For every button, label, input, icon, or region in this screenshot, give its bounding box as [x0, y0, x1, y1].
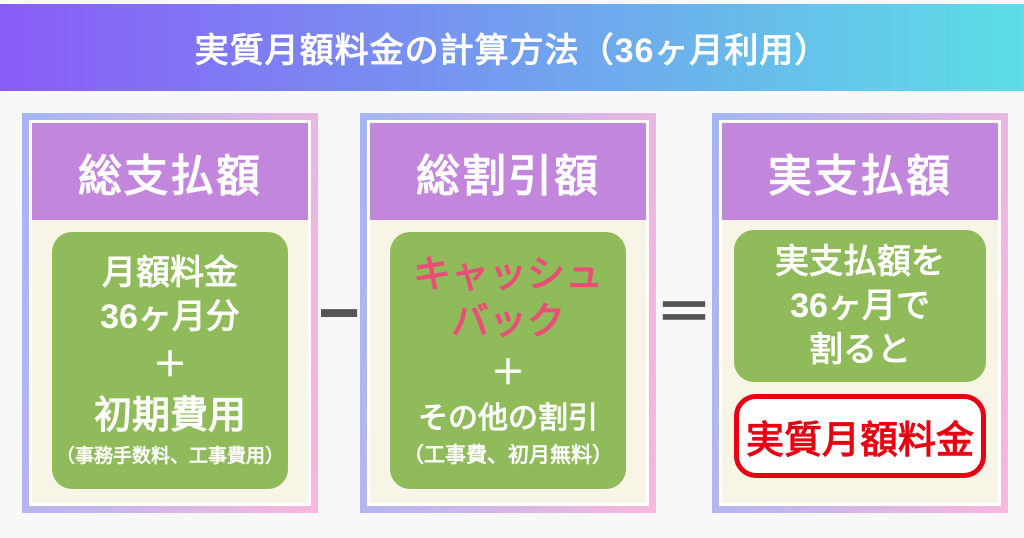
- card-total-discount-content: 総割引額 キャッシュ バック ＋ その他の割引 （工事費、初月無料）: [370, 123, 647, 503]
- equals-operator: ＝: [656, 281, 713, 344]
- total-discount-breakdown-panel: キャッシュ バック ＋ その他の割引 （工事費、初月無料）: [390, 232, 627, 489]
- card-total-payment-inner: 総支払額 月額料金 36ヶ月分 ＋ 初期費用 （事務手数料、工事費用）: [29, 120, 311, 506]
- card-body-total-payment: 月額料金 36ヶ月分 ＋ 初期費用 （事務手数料、工事費用）: [32, 220, 308, 503]
- equals-operator-area: ＝: [656, 113, 712, 513]
- minus-operator: −: [318, 273, 361, 353]
- card-body-actual-payment: 実支払額を 36ヶ月で 割ると 実質月額料金: [722, 220, 998, 503]
- card-body-total-discount: キャッシュ バック ＋ その他の割引 （工事費、初月無料）: [370, 220, 646, 503]
- months-line: 36ヶ月分: [100, 298, 240, 337]
- cashback-line-1: キャッシュ: [413, 253, 604, 296]
- plus-sign: ＋: [153, 346, 187, 385]
- card-total-discount: 総割引額 キャッシュ バック ＋ その他の割引 （工事費、初月無料）: [360, 113, 657, 513]
- card-actual-payment: 実支払額 実支払額を 36ヶ月で 割ると 実質月額料金: [712, 113, 1009, 513]
- plus-sign: ＋: [491, 353, 526, 392]
- actual-payment-line-2: 36ヶ月で: [790, 286, 930, 325]
- effective-monthly-fee-badge: 実質月額料金: [734, 394, 987, 478]
- actual-payment-line-1: 実支払額を: [775, 242, 946, 281]
- card-total-payment: 総支払額 月額料金 36ヶ月分 ＋ 初期費用 （事務手数料、工事費用）: [22, 113, 318, 513]
- cashback-line-2: バック: [451, 301, 566, 344]
- card-title-actual-payment: 実支払額: [722, 123, 999, 220]
- page-title-banner: 実質月額料金の計算方法（36ヶ月利用）: [0, 4, 1024, 91]
- card-title-total-payment: 総支払額: [32, 123, 308, 220]
- initial-cost-note: （事務手数料、工事費用）: [56, 446, 285, 468]
- other-discounts-line: その他の割引: [418, 402, 599, 436]
- card-actual-payment-content: 実支払額 実支払額を 36ヶ月で 割ると 実質月額料金: [722, 123, 999, 503]
- card-actual-payment-inner: 実支払額 実支払額を 36ヶ月で 割ると 実質月額料金: [719, 120, 1002, 506]
- card-total-payment-content: 総支払額 月額料金 36ヶ月分 ＋ 初期費用 （事務手数料、工事費用）: [32, 123, 308, 503]
- formula-row: 総支払額 月額料金 36ヶ月分 ＋ 初期費用 （事務手数料、工事費用） − 総割…: [22, 113, 1009, 513]
- card-title-total-discount: 総割引額: [370, 123, 647, 220]
- actual-payment-note-panel: 実支払額を 36ヶ月で 割ると: [734, 230, 987, 382]
- initial-cost-line: 初期費用: [93, 394, 246, 437]
- actual-payment-line-3: 割ると: [809, 331, 912, 370]
- page-title: 実質月額料金の計算方法（36ヶ月利用）: [194, 32, 830, 70]
- card-total-discount-inner: 総割引額 キャッシュ バック ＋ その他の割引 （工事費、初月無料）: [367, 120, 650, 506]
- minus-operator-area: −: [318, 113, 360, 513]
- monthly-fee-line: 月額料金: [102, 253, 238, 292]
- effective-monthly-fee-label: 実質月額料金: [746, 419, 975, 462]
- total-payment-breakdown-panel: 月額料金 36ヶ月分 ＋ 初期費用 （事務手数料、工事費用）: [52, 232, 288, 489]
- other-discounts-note: （工事費、初月無料）: [403, 443, 614, 467]
